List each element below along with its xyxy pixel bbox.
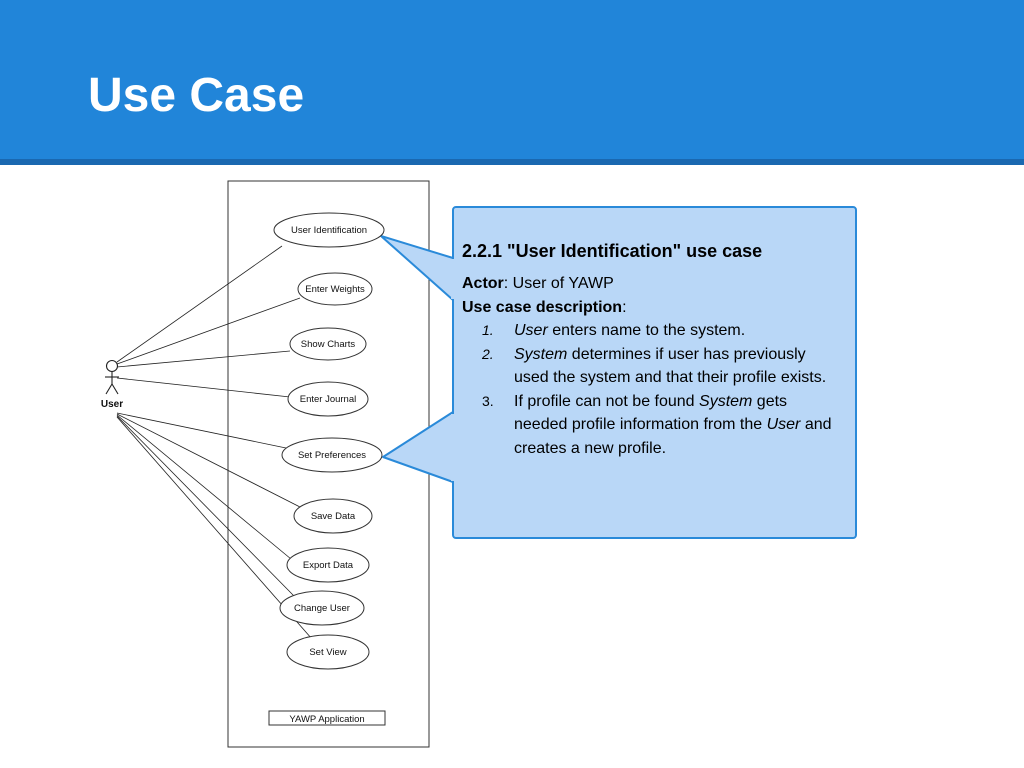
actor-label: User [101, 399, 123, 410]
use-case-set-view: Set View [309, 647, 346, 658]
slide-title: Use Case [88, 69, 305, 122]
use-case-export-data: Export Data [303, 560, 354, 571]
use-case-user-identification: User Identification [291, 225, 367, 236]
use-case-ellipse-show-charts [289, 327, 367, 361]
description-line: Use case description: [462, 296, 842, 320]
use-case-ellipse-enter-weights [297, 272, 373, 306]
callout-heading: 2.2.1 "User Identification" use case [462, 241, 763, 261]
use-case-ellipse-set-view [286, 634, 370, 670]
user-actor-icon [105, 359, 119, 395]
use-case-ellipse-set-preferences [281, 437, 383, 473]
description-suffix: : [622, 298, 627, 316]
step-number: 3. [482, 392, 494, 409]
use-case-enter-journal: Enter Journal [300, 394, 357, 405]
step-list: 1. User enters name to the system. 2. Syst… [462, 319, 842, 460]
use-case-ellipse-export-data [286, 547, 370, 583]
step-text: gets needed profile information from the [514, 392, 788, 434]
step-subject: User [514, 322, 548, 339]
step-text: and creates a new profile. [514, 416, 832, 457]
callout-box [452, 206, 857, 539]
actor-field-value: : User of YAWP [503, 275, 614, 292]
use-case-show-charts: Show Charts [301, 339, 356, 350]
step-item-3: 3. If profile can not be found System get… [462, 390, 842, 461]
callout-pointer-cover-bottom [451, 414, 456, 481]
step-item-1: 1. User enters name to the system. [462, 319, 842, 343]
step-number: 1. [482, 322, 494, 338]
use-case-enter-weights: Enter Weights [305, 284, 365, 295]
description-label: Use case description [462, 298, 623, 316]
step-text: determines if user has previously used t… [514, 345, 827, 387]
step-subject: System [514, 345, 568, 363]
use-case-change-user: Change User [294, 603, 350, 614]
use-case-ellipse-user-identification [273, 212, 385, 248]
actor-field-label: Actor [462, 275, 504, 292]
step-subject: System [699, 392, 753, 410]
system-name: YAWP Application [289, 714, 364, 725]
step-text: enters name to the system. [547, 322, 746, 339]
step-text: If profile can not be found [514, 392, 700, 410]
callout-content: 2.2.1 "User Identification" use case Act… [462, 238, 842, 460]
step-object: User [766, 416, 801, 433]
actor-line: Actor: User of YAWP [462, 272, 842, 296]
use-case-save-data: Save Data [311, 511, 356, 522]
use-case-ellipses [273, 212, 385, 670]
step-number: 2. [482, 345, 494, 362]
use-case-set-preferences: Set Preferences [298, 450, 366, 461]
system-name-box [268, 710, 386, 726]
use-case-ellipse-change-user [279, 590, 365, 626]
associations [116, 245, 313, 640]
title-bar: Use Case [0, 0, 1024, 165]
use-case-ellipse-enter-journal [287, 381, 369, 417]
use-case-ellipse-save-data [293, 498, 373, 534]
callout-pointer-cover-top [451, 259, 456, 299]
step-item-2: 2. System determines if user has previous… [462, 343, 842, 390]
